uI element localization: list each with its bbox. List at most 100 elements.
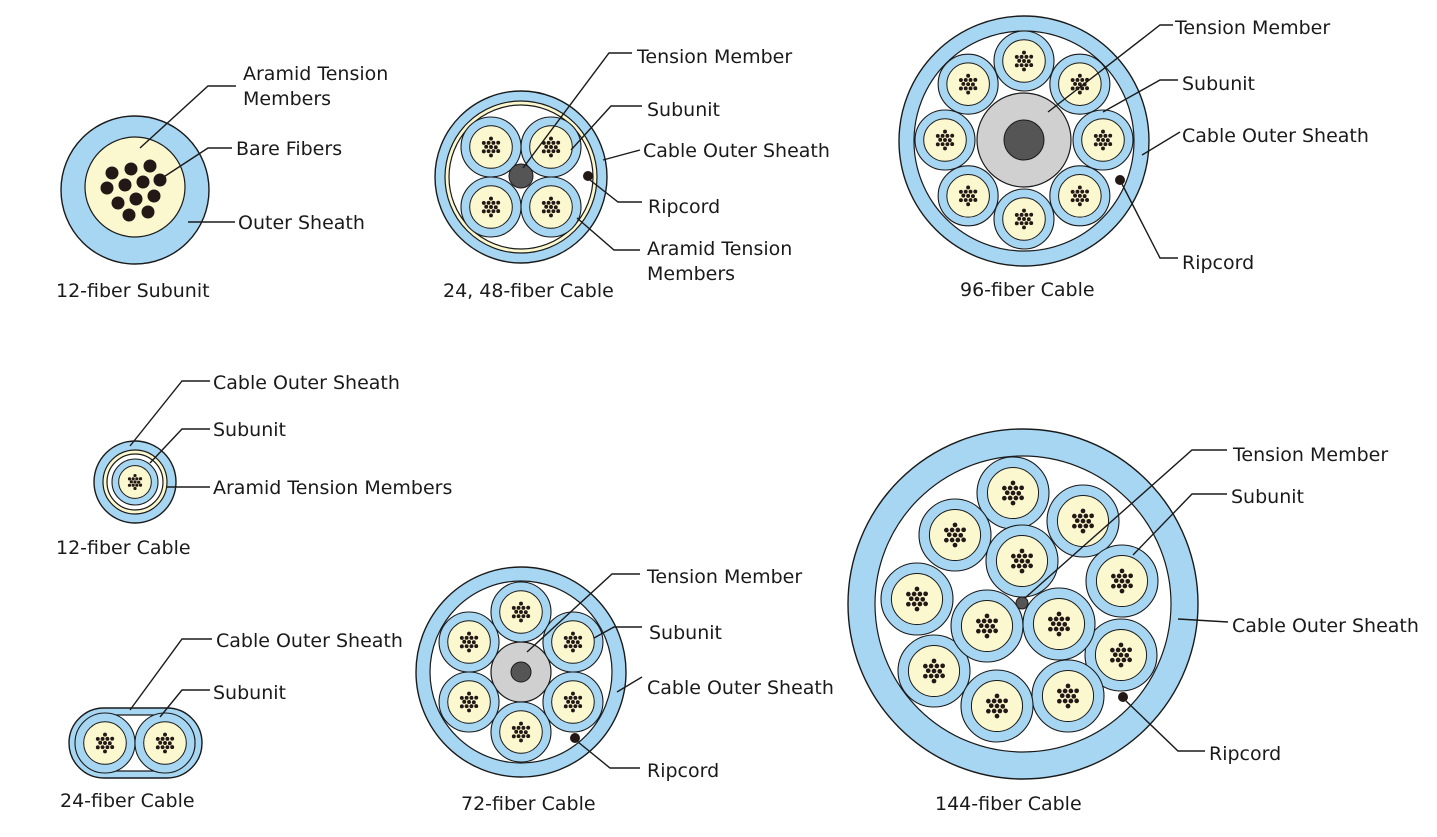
fiber xyxy=(464,644,469,649)
fiber xyxy=(993,628,998,634)
fiber xyxy=(1070,198,1075,203)
fiber xyxy=(1116,573,1122,579)
fiber xyxy=(963,189,968,194)
fiber xyxy=(568,704,573,709)
fiber xyxy=(568,635,573,640)
fiber xyxy=(474,704,479,709)
fiber xyxy=(541,200,546,205)
fiber xyxy=(1075,198,1080,202)
fiber xyxy=(911,591,917,597)
fiber xyxy=(1065,693,1071,699)
fiber xyxy=(467,708,471,713)
fiber xyxy=(491,200,496,205)
fiber xyxy=(1119,568,1125,574)
diagram-title: 12-fiber Cable xyxy=(56,537,191,559)
fiber xyxy=(127,477,132,481)
subunit-leader xyxy=(149,428,210,464)
ripcord xyxy=(570,733,580,743)
fiber xyxy=(523,610,528,615)
fiber xyxy=(934,673,940,679)
fiber xyxy=(131,483,135,487)
fiber xyxy=(568,695,573,700)
tension-member-label: Tension Member xyxy=(646,566,802,588)
fiber xyxy=(940,673,945,679)
fiber xyxy=(1108,133,1113,138)
fiber xyxy=(943,138,947,142)
fiber xyxy=(459,704,464,709)
fiber xyxy=(958,198,963,203)
fiber xyxy=(1000,703,1006,709)
fiber xyxy=(459,644,464,649)
fiber xyxy=(486,149,491,154)
fiber xyxy=(1070,86,1075,91)
fiber xyxy=(1019,54,1024,59)
fiber xyxy=(575,640,580,645)
subunit xyxy=(520,176,582,238)
fiber xyxy=(944,527,949,533)
outer-sheath-leader xyxy=(616,676,643,693)
fiber xyxy=(484,204,489,209)
fiber xyxy=(1022,67,1026,72)
tension-member-leader xyxy=(1024,449,1227,599)
subunit-core xyxy=(84,136,186,238)
fiber xyxy=(1022,225,1026,230)
fiber xyxy=(1019,212,1024,217)
fiber xyxy=(163,732,167,737)
outer-sheath-label: Cable Outer Sheath xyxy=(1232,615,1419,637)
fiber xyxy=(966,185,971,190)
fiber xyxy=(940,142,945,147)
fiber xyxy=(987,628,993,634)
fiber xyxy=(549,153,553,158)
fiber xyxy=(573,695,578,700)
fiber xyxy=(1057,698,1062,704)
fiber xyxy=(551,209,556,214)
fiber xyxy=(549,213,553,218)
subunit xyxy=(438,611,500,673)
fiber xyxy=(1077,90,1082,95)
fiber xyxy=(546,149,551,154)
fiber xyxy=(961,537,966,543)
fiber xyxy=(553,205,558,210)
fiber xyxy=(486,200,491,205)
fiber xyxy=(129,480,133,484)
fiber xyxy=(467,691,471,696)
fiber xyxy=(1029,54,1034,59)
fiber xyxy=(549,136,553,141)
fiber xyxy=(958,78,963,83)
fiber xyxy=(1075,189,1080,194)
fiber xyxy=(549,205,553,209)
fiber xyxy=(1050,621,1056,627)
subunit xyxy=(490,581,552,643)
fiber xyxy=(1127,657,1132,663)
subunit xyxy=(438,671,500,733)
fiber xyxy=(1017,216,1022,221)
fiber xyxy=(991,698,997,704)
fiber xyxy=(961,81,966,86)
fiber xyxy=(1016,563,1022,569)
tension-member-leader xyxy=(526,573,640,653)
fiber xyxy=(471,700,476,705)
fiber xyxy=(467,648,471,653)
fiber xyxy=(1048,616,1053,622)
subunit xyxy=(880,562,954,636)
fiber xyxy=(521,725,526,730)
fiber xyxy=(1071,693,1077,699)
fiber xyxy=(1007,485,1013,491)
fiber xyxy=(1024,54,1029,59)
subunit-label: Subunit xyxy=(1231,486,1304,508)
fiber xyxy=(1026,217,1031,222)
fiber xyxy=(1074,698,1079,704)
subunit xyxy=(490,701,552,763)
fiber xyxy=(1002,485,1007,491)
fiber xyxy=(493,145,498,150)
fiber xyxy=(1022,217,1026,221)
fiber xyxy=(914,586,920,592)
fiber xyxy=(984,633,990,639)
fiber xyxy=(906,601,911,607)
fiber xyxy=(165,745,170,750)
subunit-label: Subunit xyxy=(213,682,286,704)
fiber xyxy=(131,477,135,481)
subunit xyxy=(950,589,1024,663)
fiber xyxy=(1077,513,1083,519)
fiber xyxy=(103,732,107,737)
